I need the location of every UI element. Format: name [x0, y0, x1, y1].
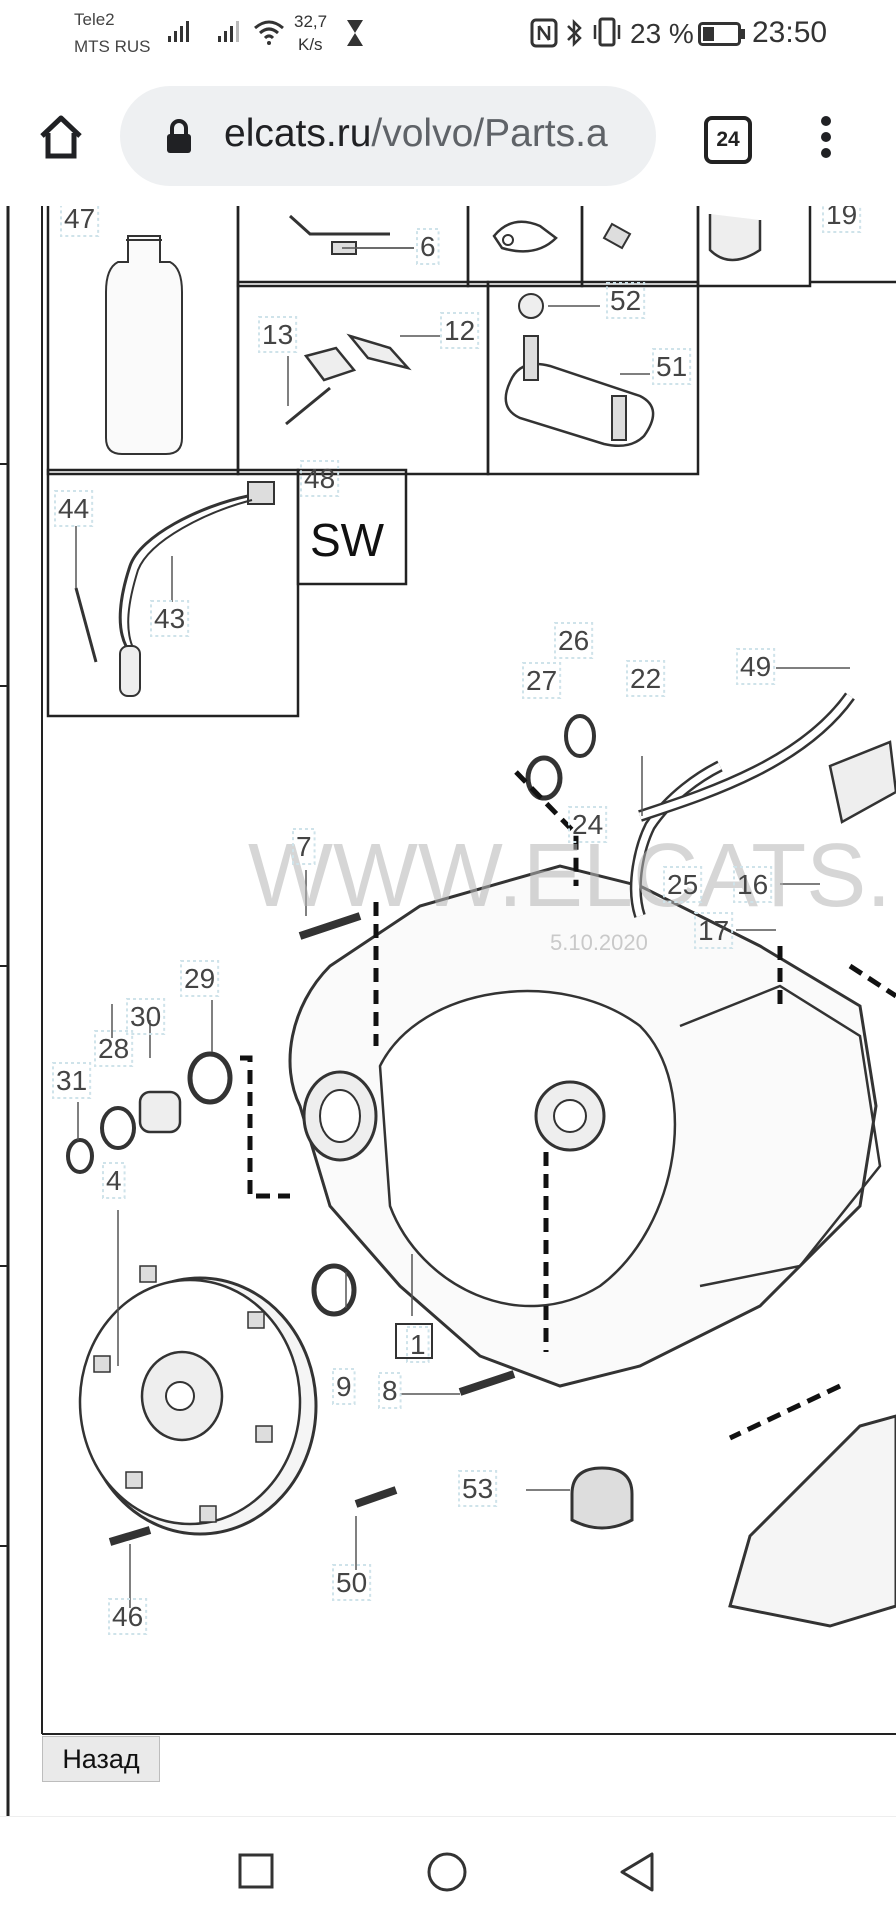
callout-13: 13: [262, 319, 293, 350]
callout-43: 43: [154, 603, 185, 634]
callout-16: 16: [737, 869, 768, 900]
callout-30: 30: [130, 1001, 161, 1032]
carrier-1: Tele2: [74, 10, 115, 29]
callout-50: 50: [336, 1567, 367, 1598]
callout-frame-25: [663, 866, 703, 903]
callout-frame-8: [378, 1372, 402, 1409]
bluetooth-icon: [567, 18, 582, 48]
callout-frame-26: [554, 622, 594, 659]
callout-frame-51: [652, 348, 692, 385]
callout-frame-17: [694, 912, 734, 949]
signal-icon: [168, 21, 189, 42]
watermark: WWW.ELCATS.R: [248, 826, 896, 926]
callout-frame-4: [102, 1162, 126, 1199]
callout-sw: SW: [310, 514, 385, 566]
callout-27: 27: [526, 665, 557, 696]
android-nav-bar: [0, 1816, 896, 1921]
callout-28: 28: [98, 1033, 129, 1064]
callout-12: 12: [444, 315, 475, 346]
callout-frame-9: [332, 1368, 356, 1405]
callout-44: 44: [58, 493, 89, 524]
callout-52: 52: [610, 285, 641, 316]
callout-frame-1: [406, 1326, 430, 1363]
callout-frame-30: [126, 998, 166, 1035]
hourglass-icon: [347, 20, 363, 46]
callout-frame-6: [416, 228, 440, 265]
lock-icon[interactable]: [164, 116, 194, 156]
callout-frame-22: [626, 660, 666, 697]
callout-frame-13: [258, 316, 298, 353]
wifi-icon: [254, 20, 284, 45]
callout-frame-27: [522, 662, 562, 699]
url-domain: elcats.ru: [224, 112, 372, 155]
callout-frame-49: [736, 648, 776, 685]
parts-diagram: WWW.ELCATS.R 5.10.2020 SW 47619131252514…: [0, 206, 896, 1816]
callout-19: 19: [826, 206, 857, 230]
battery-percent: 23 %: [630, 18, 694, 49]
callout-46: 46: [112, 1601, 143, 1632]
home-icon[interactable]: [36, 112, 86, 162]
callout-22: 22: [630, 663, 661, 694]
callout-frame-7: [292, 828, 316, 865]
carrier-2: MTS RUS: [74, 37, 151, 56]
battery-icon: [698, 22, 745, 46]
callout-24: 24: [572, 809, 603, 840]
callout-frame-24: [568, 806, 608, 843]
callout-17: 17: [698, 915, 729, 946]
recents-icon[interactable]: [238, 1853, 274, 1889]
callout-frame-31: [52, 1062, 92, 1099]
callout-frame-16: [733, 866, 773, 903]
vibrate-icon: [593, 17, 621, 47]
callout-47: 47: [64, 206, 95, 234]
callout-7: 7: [296, 831, 312, 862]
callout-4: 4: [106, 1165, 122, 1196]
callout-frame-44: [54, 490, 94, 527]
callout-31: 31: [56, 1065, 87, 1096]
callout-frame-48: [300, 460, 340, 497]
callout-frame-47: [60, 206, 100, 237]
url-bar[interactable]: [120, 86, 656, 186]
nfc-icon: [530, 18, 558, 48]
url-path: /volvo/Parts.a: [371, 112, 608, 155]
tab-switcher-button[interactable]: 24: [704, 116, 752, 164]
watermark-date: 5.10.2020: [550, 930, 648, 955]
speed-unit: K/s: [298, 35, 323, 54]
signal-icon-2: [218, 21, 239, 42]
callout-frame-29: [180, 960, 220, 997]
callout-frame-53: [458, 1470, 498, 1507]
callout-26: 26: [558, 625, 589, 656]
home-circle-icon[interactable]: [426, 1851, 468, 1893]
url-text[interactable]: elcats.ru/volvo/Parts.a: [224, 112, 608, 156]
callout-frame-12: [440, 312, 480, 349]
callout-53: 53: [462, 1473, 493, 1504]
callout-frame-43: [150, 600, 190, 637]
callout-frame-50: [332, 1564, 372, 1601]
callout-51: 51: [656, 351, 687, 382]
callout-frame-52: [606, 282, 646, 319]
callout-frame-28: [94, 1030, 134, 1067]
callout-49: 49: [740, 651, 771, 682]
more-vert-icon[interactable]: [818, 114, 834, 160]
callout-8: 8: [382, 1375, 398, 1406]
callout-1: 1: [410, 1329, 426, 1360]
callout-frame-46: [108, 1598, 148, 1635]
back-button[interactable]: Назад: [42, 1736, 160, 1782]
callout-9: 9: [336, 1371, 352, 1402]
status-bar: Tele2 MTS RUS 32,7 K/s 23 % 23:50: [0, 0, 896, 70]
callout-6: 6: [420, 231, 436, 262]
callout-25: 25: [667, 869, 698, 900]
back-triangle-icon[interactable]: [618, 1851, 656, 1893]
callout-48: 48: [304, 463, 335, 494]
callout-frame-19: [822, 206, 862, 233]
clock: 23:50: [752, 16, 828, 49]
callout-29: 29: [184, 963, 215, 994]
speed-value: 32,7: [294, 12, 328, 31]
